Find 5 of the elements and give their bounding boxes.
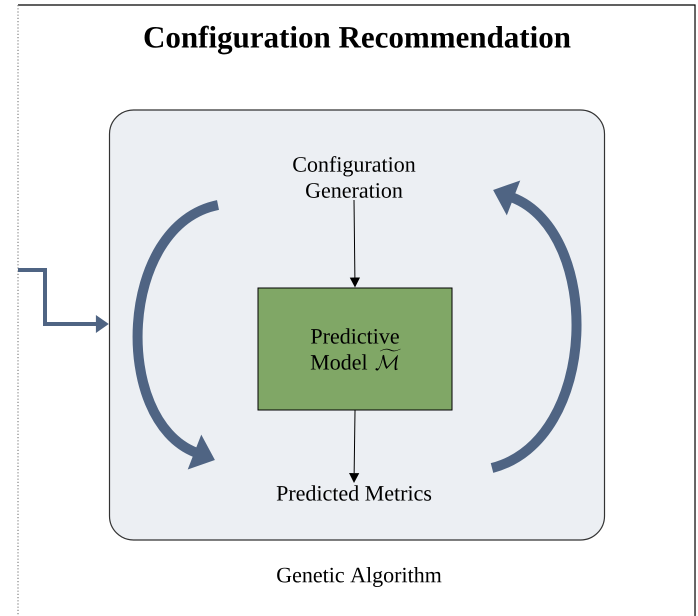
title: Configuration Recommendation (144, 26, 571, 54)
step-text: Predicted Metrics (276, 485, 432, 501)
box-label: Genetic Algorithm (277, 567, 442, 588)
step-text: Configuration Generation (293, 156, 416, 198)
model-box: Predictive Model $\widetilde{\mathcal{M}}$ (258, 288, 452, 410)
